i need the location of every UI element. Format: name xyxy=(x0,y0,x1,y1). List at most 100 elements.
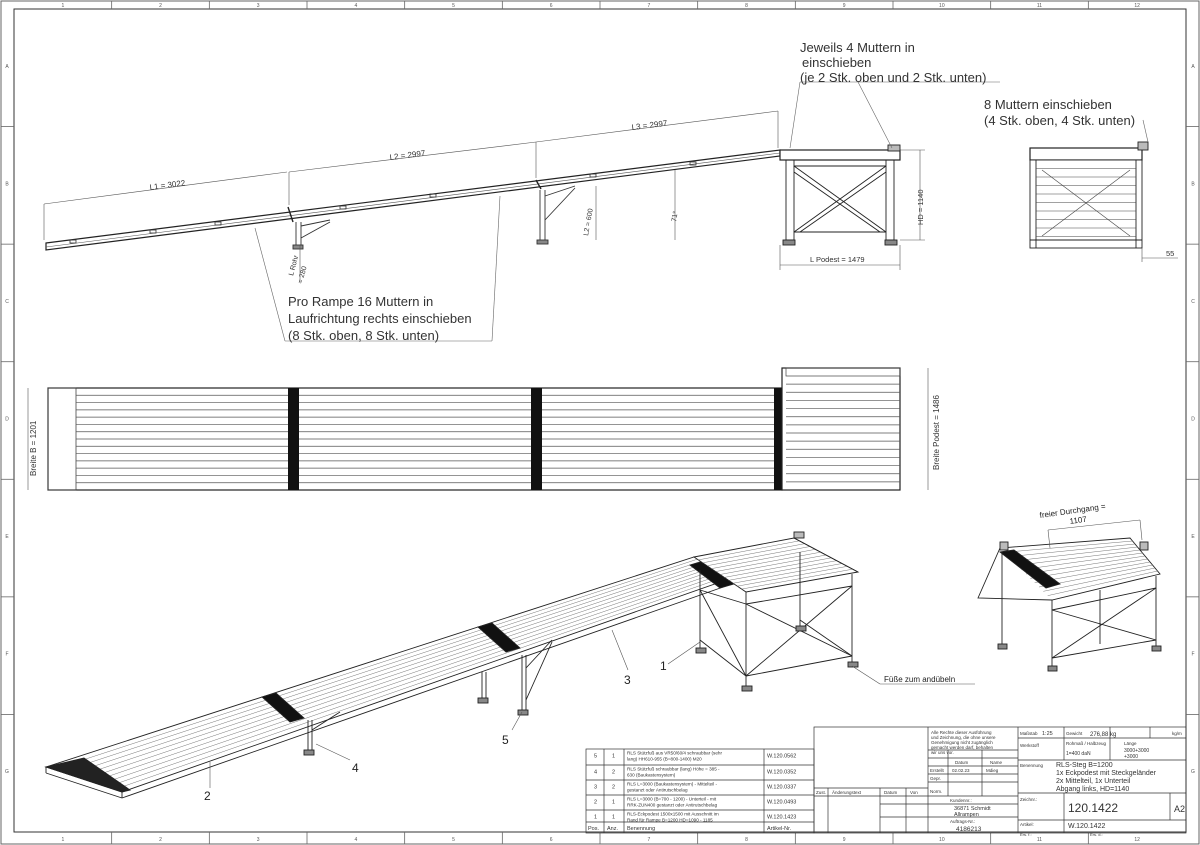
iso-leaders xyxy=(209,629,975,788)
row-label-left: A xyxy=(5,64,9,70)
row-label-left: E xyxy=(5,534,9,540)
note-per-ramp-line2: Laufrichtung rechts einschieben xyxy=(288,311,472,326)
kunde-line1: 36871 Schmidt xyxy=(954,806,991,812)
column-label-bottom: 9 xyxy=(843,837,846,843)
bom-pos: 3 xyxy=(594,785,597,791)
dim-breite-podest: Breite Podest = 1486 xyxy=(932,395,941,470)
bom-name-line2: gestanzt oder Antirutschbelag xyxy=(627,788,688,793)
bill-of-materials xyxy=(585,748,815,834)
top-view-podest-slats xyxy=(786,383,900,483)
erstellt-name: Mdieg xyxy=(986,768,999,773)
bom-pos: 2 xyxy=(594,800,597,806)
balloon-4: 4 xyxy=(352,761,359,775)
von-label: Von xyxy=(910,790,918,795)
bom-article: W.120.0562 xyxy=(767,754,796,760)
note-per-ramp-line3: (8 Stk. oben, 8 Stk. unten) xyxy=(288,328,439,343)
dim-angle: 71° xyxy=(670,210,680,222)
bom-header: Anz. xyxy=(607,826,618,832)
bom-qty: 2 xyxy=(612,770,615,776)
row-label-left: F xyxy=(5,652,8,658)
joint-bar-3 xyxy=(774,388,782,490)
column-label-top: 11 xyxy=(1037,3,1042,9)
bom-name-line1: RLS L=3000 (B=700 - 1200) - Unterteil - … xyxy=(627,797,717,802)
artikel-value: W.120.1422 xyxy=(1068,823,1105,830)
feet-note: Füße zum andübeln xyxy=(884,675,955,684)
bom-pos: 1 xyxy=(594,815,597,821)
column-label-top: 9 xyxy=(843,3,846,9)
bom-qty: 1 xyxy=(612,815,615,821)
row-label-left: D xyxy=(5,417,9,423)
bom-pos: 4 xyxy=(594,770,597,776)
balloon-2: 2 xyxy=(204,789,211,803)
kunde-line2: Allrampen xyxy=(954,812,979,818)
rights-line1: Alle Rechte dieser Ausführung xyxy=(931,730,992,735)
laenge-line1: 3000+3000 xyxy=(1124,748,1149,754)
laenge-label: Länge xyxy=(1124,741,1137,746)
bom-article: W.120.0493 xyxy=(767,800,796,806)
column-label-bottom: 11 xyxy=(1037,837,1042,843)
rights-line2: und Zeichnung, die ohne unsere xyxy=(931,735,996,740)
support-leg-upper xyxy=(536,185,576,245)
column-label-bottom: 3 xyxy=(257,837,260,843)
bom-name-line1: RLS Stützfuß aus VR50/60/4 schraubbar (s… xyxy=(627,751,722,756)
joint-bar-1 xyxy=(288,388,299,490)
column-label-bottom: 4 xyxy=(354,837,357,843)
side-dim-lines xyxy=(43,110,925,282)
zeichnr-label: Zeichnr.: xyxy=(1020,797,1037,802)
note-four-nuts-line3: (je 2 Stk. oben und 2 Stk. unten) xyxy=(800,70,986,85)
kunde-label: Kundennr.: xyxy=(950,798,972,803)
balloon-5: 5 xyxy=(502,733,509,747)
bom-name-line2: 630 (Baukastensystem) xyxy=(627,773,676,778)
name-label: Name xyxy=(990,760,1003,765)
top-view-deck-slats xyxy=(76,394,774,484)
gepr-label: Gepr. xyxy=(930,776,941,781)
note-per-ramp-line1: Pro Rampe 16 Muttern in xyxy=(288,294,433,309)
bom-text: 5 1 RLS Stützfuß aus VR50/60/4 schraubbar … xyxy=(588,751,796,833)
ers2-label: Ers. d.: xyxy=(1090,832,1103,837)
column-label-bottom: 12 xyxy=(1134,837,1140,843)
rohmass-label: Rohmaß / Halbzeug xyxy=(1066,741,1107,746)
bom-header: Benennung xyxy=(627,826,655,832)
balloon-3: 3 xyxy=(624,673,631,687)
bom-header: Artikel-Nr. xyxy=(767,826,792,832)
datum-label: Datum xyxy=(955,760,969,765)
note-eight-nuts-line1: 8 Muttern einschieben xyxy=(984,97,1112,112)
side-view xyxy=(43,81,1178,342)
aenderung-label: Änderungstext xyxy=(832,789,862,795)
bom-qty: 1 xyxy=(612,800,615,806)
datum2-label: Datum xyxy=(884,790,898,795)
bom-name-line2: Rand für Rampe B=1200 HD=1090 - 1185 xyxy=(627,818,713,823)
column-label-top: 1 xyxy=(61,3,64,9)
benennung-line2: 1x Eckpodest mit Steckgeländer xyxy=(1056,770,1157,777)
column-label-top: 6 xyxy=(550,3,553,9)
iso-ramp-start-mat xyxy=(44,757,132,793)
rights-line3: Genehmigung nicht zugänglich xyxy=(931,740,993,745)
zust-label: Zust. xyxy=(816,790,826,795)
column-label-bottom: 7 xyxy=(647,837,650,843)
row-label-left: C xyxy=(5,299,9,305)
iso-joint-1 xyxy=(261,692,305,723)
iso-legs-upper xyxy=(517,639,553,716)
kgm-label: kg/m xyxy=(1172,731,1182,736)
row-label-right: A xyxy=(1191,64,1195,70)
title-block xyxy=(813,726,1187,834)
bom-pos: 5 xyxy=(594,754,597,760)
bom-name-line1: RLS L=3000 (Baukastensystem) - Mitteltei… xyxy=(627,782,717,787)
column-label-top: 7 xyxy=(647,3,650,9)
auftrag-label: Auftrags-Nr.: xyxy=(950,819,975,824)
column-label-top: 12 xyxy=(1134,3,1140,9)
row-label-right: B xyxy=(1191,181,1195,187)
column-label-bottom: 5 xyxy=(452,837,455,843)
dim-end-55: 55 xyxy=(1166,249,1174,258)
werkstoff-label: Werkstoff xyxy=(1020,743,1040,748)
support-leg-lower xyxy=(292,219,331,250)
dim-l1: L1 = 3022 xyxy=(149,178,186,192)
row-label-left: G xyxy=(5,769,9,775)
laenge-line2: +3000 xyxy=(1124,754,1138,760)
dim-l2: L2 = 2997 xyxy=(389,149,426,162)
note-eight-nuts-line2: (4 Stk. oben, 4 Stk. unten) xyxy=(984,113,1135,128)
column-label-top: 5 xyxy=(452,3,455,9)
